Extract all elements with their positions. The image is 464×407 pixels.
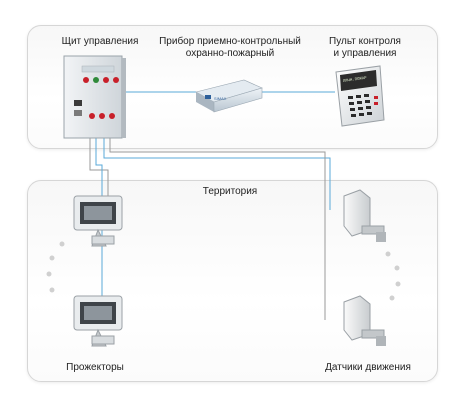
keypad-label-line2: и управления bbox=[333, 48, 397, 59]
panel-device-label-line1: Прибор приемно-контрольный bbox=[159, 36, 301, 47]
floodlight-bottom bbox=[73, 295, 123, 347]
floodlight-top bbox=[73, 195, 123, 247]
motion-sensor-bottom bbox=[343, 295, 386, 346]
control-cabinet bbox=[63, 55, 126, 139]
control-keypad: ЛИЧН.ПОЖАР bbox=[335, 65, 385, 127]
connection-wires bbox=[89, 91, 335, 320]
lamp-red-icon bbox=[83, 77, 89, 83]
motion-sensor-series-dots bbox=[385, 251, 401, 301]
svg-text:SIMAX: SIMAX bbox=[214, 96, 227, 101]
panel-device-label-line2: охранно-пожарный bbox=[185, 48, 275, 59]
keypad-label-line1: Пульт контроля bbox=[329, 36, 401, 47]
keypad-buttons bbox=[348, 94, 372, 117]
lamp-green-icon bbox=[93, 77, 99, 83]
floodlights-label: Прожекторы bbox=[66, 362, 124, 373]
alarm-control-device: SIMAX bbox=[195, 79, 263, 113]
control-cabinet-label: Щит управления bbox=[61, 36, 139, 47]
motion-sensor-top bbox=[343, 189, 386, 242]
svg-text:ЛИЧН.ПОЖАР: ЛИЧН.ПОЖАР bbox=[343, 77, 368, 84]
floodlight-series-dots bbox=[46, 241, 65, 293]
territory-label: Территория bbox=[202, 186, 258, 197]
motion-sensors-label: Датчики движения bbox=[325, 362, 411, 373]
